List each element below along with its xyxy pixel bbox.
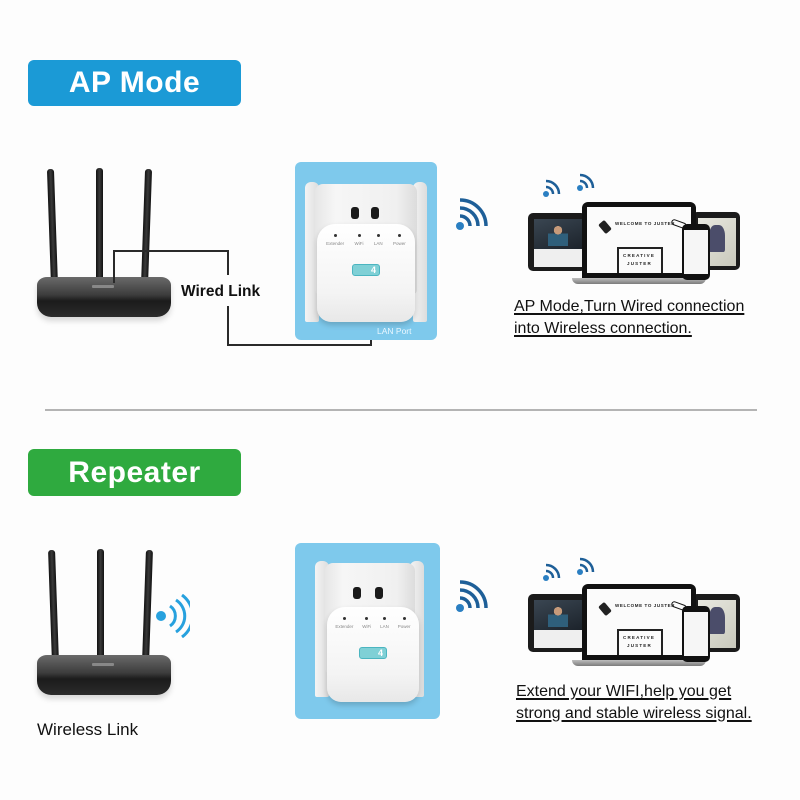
wifi-extender-icon: Extender WiFi LAN Power 4 bbox=[295, 543, 440, 719]
wired-link-label: Wired Link bbox=[181, 283, 261, 300]
ap-mode-title: AP Mode bbox=[68, 66, 201, 99]
devices-icon: WELCOME TO JUSTER CREATIVE JUSTER bbox=[522, 168, 752, 298]
wireless-link-label: Wireless Link bbox=[37, 720, 139, 739]
ap-mode-badge: AP Mode bbox=[28, 60, 241, 106]
ap-mode-description: AP Mode,Turn Wired connection into Wirel… bbox=[514, 298, 745, 337]
router-icon bbox=[37, 545, 177, 705]
repeater-description: Extend your WIFI,help you get strong and… bbox=[516, 683, 752, 722]
ac-badge: 4 bbox=[352, 264, 380, 276]
router-icon bbox=[37, 165, 177, 325]
wifi-signal-icon bbox=[156, 594, 190, 638]
repeater-badge: Repeater bbox=[28, 449, 241, 496]
ac-badge: 4 bbox=[359, 647, 387, 659]
section-divider bbox=[45, 409, 757, 411]
wifi-extender-icon: Extender WiFi LAN Power 4 LAN Port bbox=[295, 162, 437, 340]
wifi-signal-icon bbox=[456, 198, 488, 230]
repeater-title: Repeater bbox=[68, 455, 201, 489]
devices-icon: WELCOME TO JUSTER CREATIVE JUSTER bbox=[522, 552, 752, 682]
wifi-signal-icon bbox=[456, 580, 488, 612]
lan-port-label: LAN Port bbox=[377, 326, 412, 336]
